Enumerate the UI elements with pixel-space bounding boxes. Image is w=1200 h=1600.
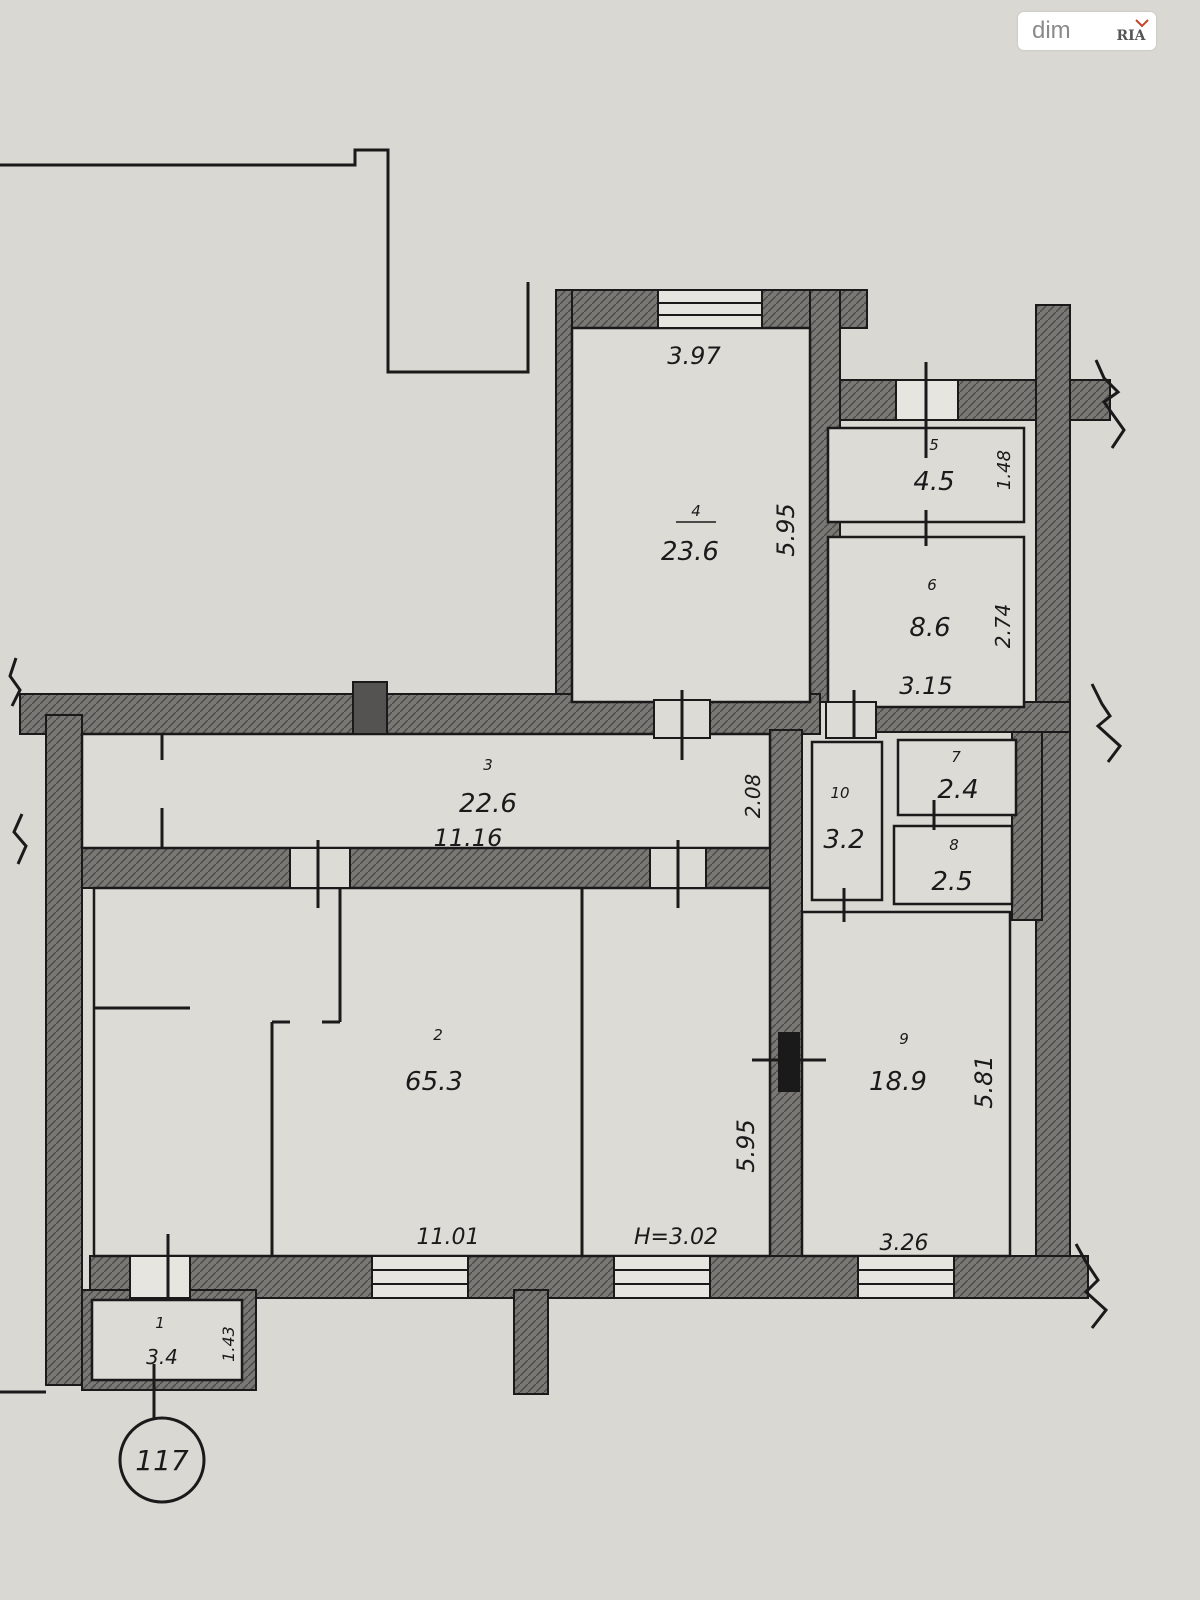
break-marks — [0, 359, 1126, 1394]
room-6 — [826, 535, 1026, 709]
room-7-area: 2.4 — [937, 775, 978, 805]
room-9-number: 9 — [899, 1030, 909, 1048]
dimension-labels: 3.97 5.95 1.48 2.74 3.15 2.08 11.16 5.95… — [219, 342, 1015, 1362]
column — [778, 1032, 800, 1092]
dim-r2-width: 11.01 — [417, 1225, 480, 1250]
room-1-area: 3.4 — [146, 1345, 178, 1369]
dim-corridor-depth: 2.08 — [741, 774, 765, 819]
room-2-number: 2 — [433, 1026, 443, 1044]
neighbour-outline — [0, 148, 530, 374]
room-10 — [810, 740, 884, 902]
room-labels: 4 23.6 5 4.5 6 8.6 3 22.6 10 3.2 7 2.4 8… — [146, 436, 979, 1369]
room-4-area: 23.6 — [661, 537, 719, 567]
dim-r9-width: 3.26 — [880, 1231, 929, 1256]
dim-r6-side: 2.74 — [991, 604, 1015, 649]
rooms — [80, 326, 1026, 1382]
room-4-number: 4 — [691, 502, 701, 520]
room-6-number: 6 — [927, 576, 937, 594]
dim-corridor-length: 11.16 — [434, 824, 503, 852]
room-1-number: 1 — [155, 1314, 165, 1332]
vent-block — [352, 681, 388, 735]
windows — [129, 289, 959, 1299]
dim-r4-width: 3.97 — [667, 342, 721, 370]
doors — [152, 362, 936, 1408]
dim-height: H=3.02 — [634, 1225, 718, 1250]
unit-number: 117 — [135, 1444, 189, 1477]
room-9 — [800, 910, 1012, 1258]
room-7 — [896, 738, 1018, 817]
watermark-brand-2: RIA — [1116, 28, 1146, 44]
dim-r6-width: 3.15 — [899, 672, 952, 700]
room-3 — [80, 732, 772, 850]
room-3-area: 22.6 — [459, 789, 517, 819]
dim-r5-side: 1.48 — [994, 450, 1015, 490]
room-5-number: 5 — [929, 436, 939, 454]
dim-r1-side: 1.43 — [219, 1326, 238, 1362]
ria-logo: RIA — [1116, 19, 1149, 44]
room-10-area: 3.2 — [823, 825, 864, 855]
dim-r9-depth: 5.81 — [970, 1055, 998, 1108]
room-3-number: 3 — [483, 756, 493, 774]
room-8-number: 8 — [949, 836, 959, 854]
unit-marker: 117 — [118, 1392, 206, 1504]
room-5-area: 4.5 — [913, 467, 954, 497]
watermark-brand: dim — [1032, 17, 1071, 44]
room-2 — [92, 886, 772, 1258]
room-2-area: 65.3 — [405, 1067, 463, 1097]
room-10-number: 10 — [830, 784, 849, 802]
room-6-area: 8.6 — [909, 613, 950, 643]
dim-r2-depth: 5.95 — [732, 1119, 760, 1172]
room-8-area: 2.5 — [931, 867, 972, 897]
room-8 — [892, 824, 1014, 906]
partitions — [94, 734, 584, 1256]
room-7-number: 7 — [951, 748, 961, 766]
watermark-logo: dim RIA — [1018, 12, 1156, 50]
dim-r4-depth: 5.95 — [772, 503, 800, 556]
room-4 — [570, 326, 812, 704]
room-9-area: 18.9 — [869, 1067, 927, 1097]
